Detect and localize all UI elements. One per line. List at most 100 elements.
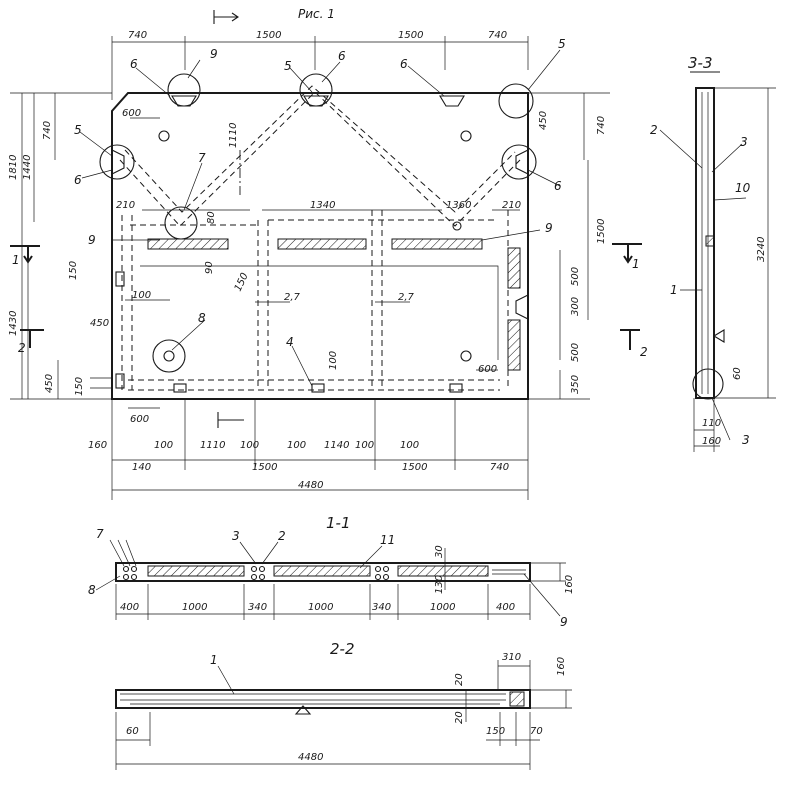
section-11-bar-3	[122, 573, 130, 581]
callout-9c: 9	[545, 221, 553, 235]
section-11-bar-11	[374, 573, 382, 581]
dim-top-4: 740	[488, 30, 507, 41]
loop-6d	[111, 149, 125, 175]
inner-recess	[140, 265, 499, 360]
dim-inner-10: 150	[68, 261, 79, 280]
section-11-body	[115, 562, 531, 582]
dim-bottom2-2: 1500	[252, 462, 277, 473]
dim-top-3: 1500	[398, 30, 423, 41]
callout-5c: 5	[74, 123, 82, 137]
section-11-callout-3: 3	[232, 529, 240, 543]
section-22-leader	[217, 665, 235, 695]
lift-circle-1	[167, 73, 201, 107]
section-11-dim-4: 1000	[308, 602, 333, 613]
callout-7: 7	[198, 151, 206, 165]
callout-5a: 5	[284, 59, 292, 73]
section-11-dim-130: 130	[434, 575, 445, 594]
dim-right	[528, 92, 610, 400]
section-11-bar-9	[374, 565, 382, 573]
section-11-bar-2	[130, 565, 138, 573]
section-11-dim-3: 340	[248, 602, 267, 613]
section-11-insul-1	[147, 565, 245, 577]
section-33-dim-60: 60	[732, 367, 743, 380]
insulation-strip-right-b	[507, 319, 521, 371]
dim-right-4: 300	[570, 297, 581, 316]
section-3-3-labels: 3-3 2 3 10 1 3 3240 60 110 160	[650, 54, 767, 447]
callout-6a: 6	[130, 57, 138, 71]
dim-inner-15: 450	[538, 111, 549, 130]
insulation-strip-1	[147, 238, 229, 250]
callout-6e: 6	[554, 179, 562, 193]
socket-3	[163, 350, 175, 362]
section-33-title: 3-3	[688, 54, 713, 72]
callout-8: 8	[198, 311, 206, 325]
dim-right-6: 350	[570, 375, 581, 394]
dim-left-4: 1430	[8, 311, 19, 336]
section-11-bar-6	[258, 565, 266, 573]
section-22-body	[115, 689, 531, 709]
section-22-dims-top	[465, 660, 572, 722]
section-22-dim-150: 150	[486, 726, 505, 737]
section-11-rebar-right	[492, 569, 526, 575]
dim-inner-16: 100	[328, 351, 339, 370]
loop-right	[515, 294, 529, 320]
dim-bottom-4: 100	[240, 440, 259, 451]
loop-6a	[171, 95, 197, 107]
section-33-callout-3b: 3	[742, 433, 750, 447]
section-mark-1-left: 1	[12, 253, 20, 267]
plate-1	[173, 383, 187, 393]
dim-left-2: 1440	[22, 155, 33, 180]
dim-inner-5: 1360	[446, 200, 471, 211]
section-11-dims-right	[444, 548, 566, 590]
plate-2	[311, 383, 325, 393]
dim-top-1: 740	[128, 30, 147, 41]
dim-bottom	[111, 400, 529, 500]
section-11-callout-7: 7	[96, 527, 104, 541]
callout-6d: 6	[74, 173, 82, 187]
section-22-layers	[120, 693, 506, 705]
section-11-bar-5	[250, 565, 258, 573]
dim-left-5: 450	[44, 374, 55, 393]
section-11-bar-10	[382, 565, 390, 573]
section-33-leaders	[659, 129, 747, 441]
dim-inner-1: 600	[122, 108, 141, 119]
lift-circle-7	[152, 339, 186, 373]
figure-title: Рис. 1	[298, 7, 335, 21]
dim-inner-3: 210	[116, 200, 135, 211]
dim-inner-9: 150	[233, 271, 251, 293]
lift-circle-3	[498, 83, 534, 119]
section-22-dims-bottom	[115, 712, 540, 770]
section-22-dim-70: 70	[530, 726, 543, 737]
dim-bottom-6: 1140	[324, 440, 349, 451]
section-1-right-mark	[612, 243, 642, 264]
dim-inner-12: 2,7	[284, 292, 301, 303]
loop-6c	[439, 95, 465, 107]
lift-circle-5	[501, 144, 537, 180]
dim-inner-2: 1110	[228, 123, 239, 148]
dim-bottom-2: 100	[154, 440, 173, 451]
loop-6e	[515, 149, 529, 175]
section-11-dim-6: 1000	[430, 602, 455, 613]
dim-inner-17: 150	[74, 377, 85, 396]
section-22-dim-310: 310	[502, 652, 521, 663]
insulation-strip-right-a	[507, 247, 521, 289]
section-11-bar-1	[122, 565, 130, 573]
callout-9b: 9	[88, 233, 96, 247]
dim-bottom-1: 160	[88, 440, 107, 451]
section-22-insulation	[509, 691, 525, 707]
dim-bottom2-3: 1500	[402, 462, 427, 473]
section-mark-2-right: 2	[640, 345, 648, 359]
dim-bottom-8: 100	[400, 440, 419, 451]
dim-right-5: 500	[570, 343, 581, 362]
dim-inner-8: 90	[204, 261, 215, 274]
section-33-insulation	[705, 235, 715, 247]
section-22-dim-total: 4480	[298, 752, 323, 763]
section-11-bar-7	[250, 573, 258, 581]
dim-bottom-7: 100	[355, 440, 374, 451]
plate-4	[115, 271, 125, 287]
section-arrow-top	[213, 10, 239, 24]
section-33-arrow	[712, 329, 725, 343]
rebar-mid1	[257, 220, 269, 390]
section-11-dim-30: 30	[434, 545, 445, 558]
